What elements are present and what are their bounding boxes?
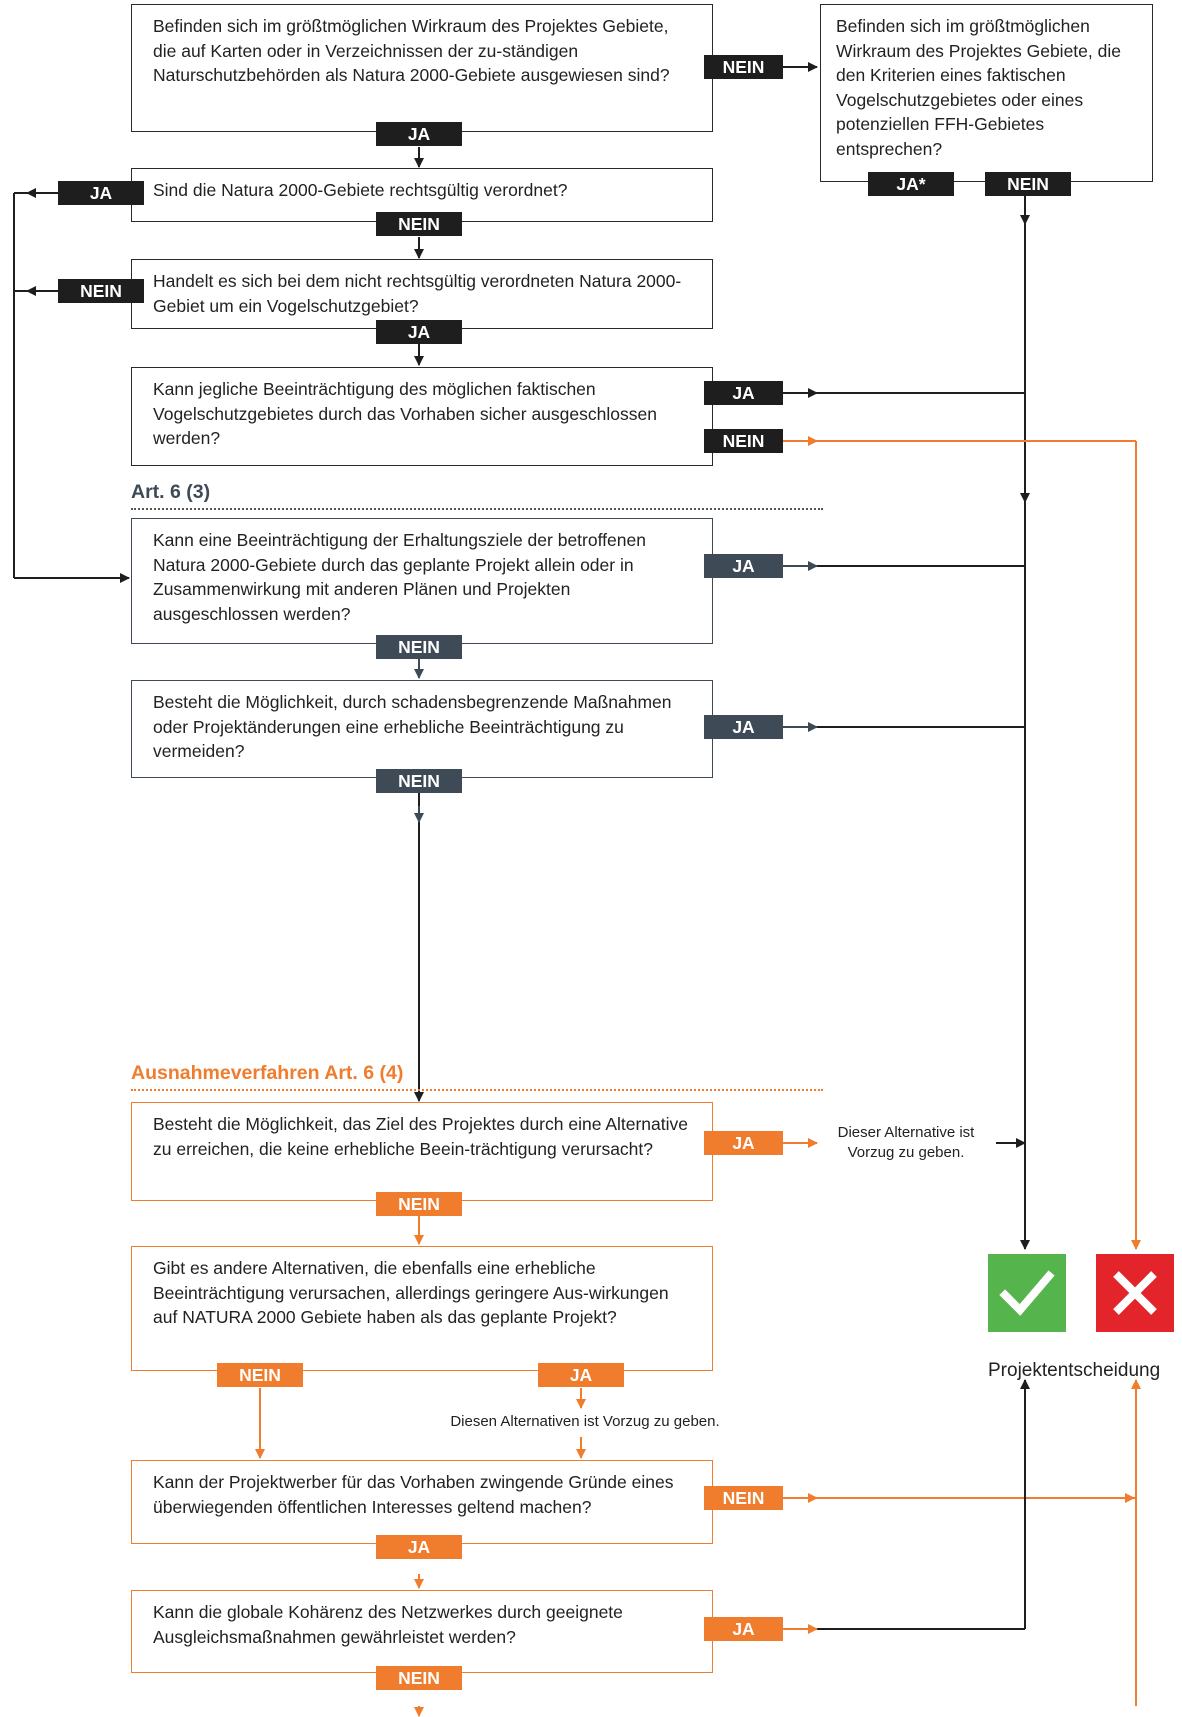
yes-label: JA	[58, 181, 144, 205]
no-label: NEIN	[704, 429, 783, 453]
no-label: NEIN	[376, 1666, 462, 1690]
no-label: NEIN	[217, 1363, 303, 1387]
question-bird-protection-area: Handelt es sich bei dem nicht rechtsgült…	[131, 259, 713, 329]
section-title-art63: Art. 6 (3)	[131, 481, 211, 503]
question-text: Befinden sich im größtmöglichen Wirkraum…	[153, 16, 670, 85]
yes-label: JA	[376, 1535, 462, 1559]
no-label: NEIN	[985, 172, 1071, 196]
question-text: Handelt es sich bei dem nicht rechtsgült…	[153, 271, 682, 316]
no-label: NEIN	[704, 1486, 783, 1510]
question-impairment-excluded: Kann jegliche Beeinträchtigung des mögli…	[131, 367, 713, 466]
yes-label: JA	[704, 1131, 783, 1155]
question-public-interest: Kann der Projektwerber für das Vorhaben …	[131, 1460, 713, 1544]
question-text: Besteht die Möglichkeit, durch schadensb…	[153, 692, 672, 761]
check-icon	[999, 1270, 1055, 1316]
question-text: Gibt es andere Alternativen, die ebenfal…	[153, 1258, 669, 1327]
question-natura2000-listed: Befinden sich im größtmöglichen Wirkraum…	[131, 4, 713, 132]
no-label: NEIN	[376, 635, 462, 659]
question-text: Besteht die Möglichkeit, das Ziel des Pr…	[153, 1114, 689, 1159]
section-divider	[131, 1089, 823, 1091]
no-label: NEIN	[376, 769, 462, 793]
question-global-coherence: Kann die globale Kohärenz des Netzwerkes…	[131, 1590, 713, 1673]
yes-label: JA	[704, 554, 783, 578]
decision-label: Projektentscheidung	[988, 1360, 1161, 1381]
section-divider	[131, 508, 823, 510]
question-text: Kann eine Beeinträchtigung der Erhaltung…	[153, 530, 646, 624]
no-label: NEIN	[704, 55, 783, 79]
yes-label: JA	[704, 1617, 783, 1641]
note-alternative-preferred: Dieser Alternative ist Vorzug zu geben.	[837, 1124, 975, 1161]
no-label: NEIN	[376, 212, 462, 236]
yes-label: JA	[704, 715, 783, 739]
reject-result	[1096, 1254, 1174, 1332]
section-title-art64: Ausnahmeverfahren Art. 6 (4)	[131, 1062, 404, 1084]
no-label: NEIN	[58, 279, 144, 303]
question-text: Kann der Projektwerber für das Vorhaben …	[153, 1472, 674, 1517]
question-text: Kann jegliche Beeinträchtigung des mögli…	[153, 379, 657, 448]
question-mitigation-measures: Besteht die Möglichkeit, durch schadensb…	[131, 680, 713, 778]
yes-label: JA	[376, 122, 462, 146]
cross-icon	[1113, 1271, 1157, 1315]
question-text: Kann die globale Kohärenz des Netzwerkes…	[153, 1602, 623, 1647]
approve-result	[988, 1254, 1066, 1332]
question-alternative-no-impairment: Besteht die Möglichkeit, das Ziel des Pr…	[131, 1102, 713, 1201]
yes-label: JA	[538, 1363, 624, 1387]
yes-label: JA	[376, 320, 462, 344]
yes-star-label: JA*	[868, 172, 954, 196]
question-conservation-goals: Kann eine Beeinträchtigung der Erhaltung…	[131, 518, 713, 644]
question-text: Befinden sich im größtmöglichen Wirkraum…	[836, 16, 1121, 159]
question-text: Sind die Natura 2000-Gebiete rechtsgülti…	[153, 180, 568, 200]
question-factual-protected-area: Befinden sich im größtmöglichen Wirkraum…	[820, 4, 1153, 182]
yes-label: JA	[704, 381, 783, 405]
question-other-alternatives: Gibt es andere Alternativen, die ebenfal…	[131, 1246, 713, 1371]
note-alternatives-preferred: Diesen Alternativen ist Vorzug zu geben.	[450, 1413, 720, 1430]
no-label: NEIN	[376, 1192, 462, 1216]
